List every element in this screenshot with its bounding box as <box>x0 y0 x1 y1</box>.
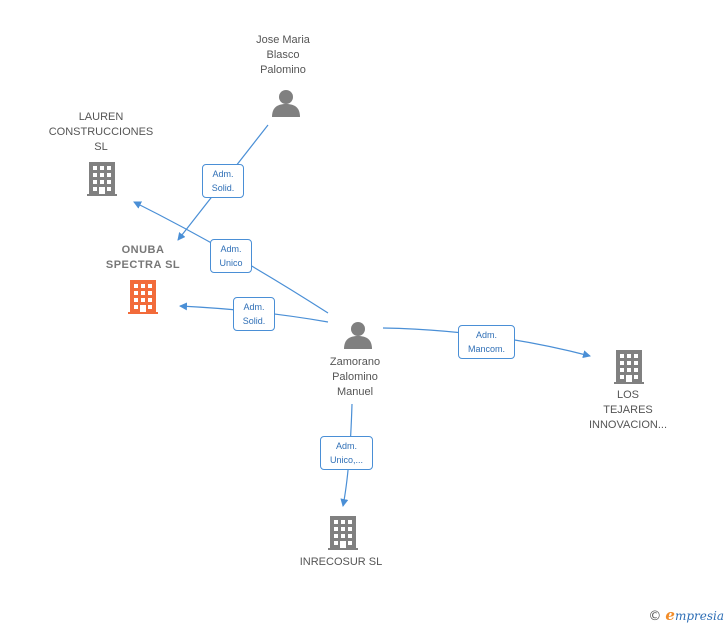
copyright-icon: © <box>648 609 662 624</box>
node-label-los-tejares[interactable]: LOS TEJARES INNOVACION... <box>588 389 668 431</box>
brand-name: mpresia <box>674 609 724 623</box>
edge-label-zamorano-onuba: Adm. Solid. <box>233 297 275 331</box>
brand-initial: e <box>665 606 675 624</box>
edge-label-zamorano-tejares: Adm. Mancom. <box>458 325 515 359</box>
building-icon[interactable] <box>328 516 358 550</box>
person-icon[interactable] <box>344 322 372 349</box>
edge-label-zamorano-inrecosur: Adm. Unico,... <box>320 436 373 470</box>
edge-label-zamorano-lauren: Adm. Unico <box>210 239 252 273</box>
node-label-inrecosur[interactable]: INRECOSUR SL <box>299 556 383 568</box>
node-label-zamorano-palomino-manuel[interactable]: Zamorano Palomino Manuel <box>329 356 381 398</box>
node-label-jose-maria-blasco-palomino[interactable]: Jose Maria Blasco Palomino <box>256 34 310 76</box>
building-icon[interactable] <box>614 350 644 384</box>
node-label-lauren-construcciones[interactable]: LAUREN CONSTRUCCIONES SL <box>48 111 154 153</box>
node-label-onuba-spectra[interactable]: ONUBA SPECTRA SL <box>105 244 181 271</box>
edge-label-jose-onuba: Adm. Solid. <box>202 164 244 198</box>
person-icon[interactable] <box>272 90 300 117</box>
empresia-watermark: ©empresia <box>648 606 724 624</box>
building-icon[interactable] <box>128 280 158 314</box>
building-icon[interactable] <box>87 162 117 196</box>
